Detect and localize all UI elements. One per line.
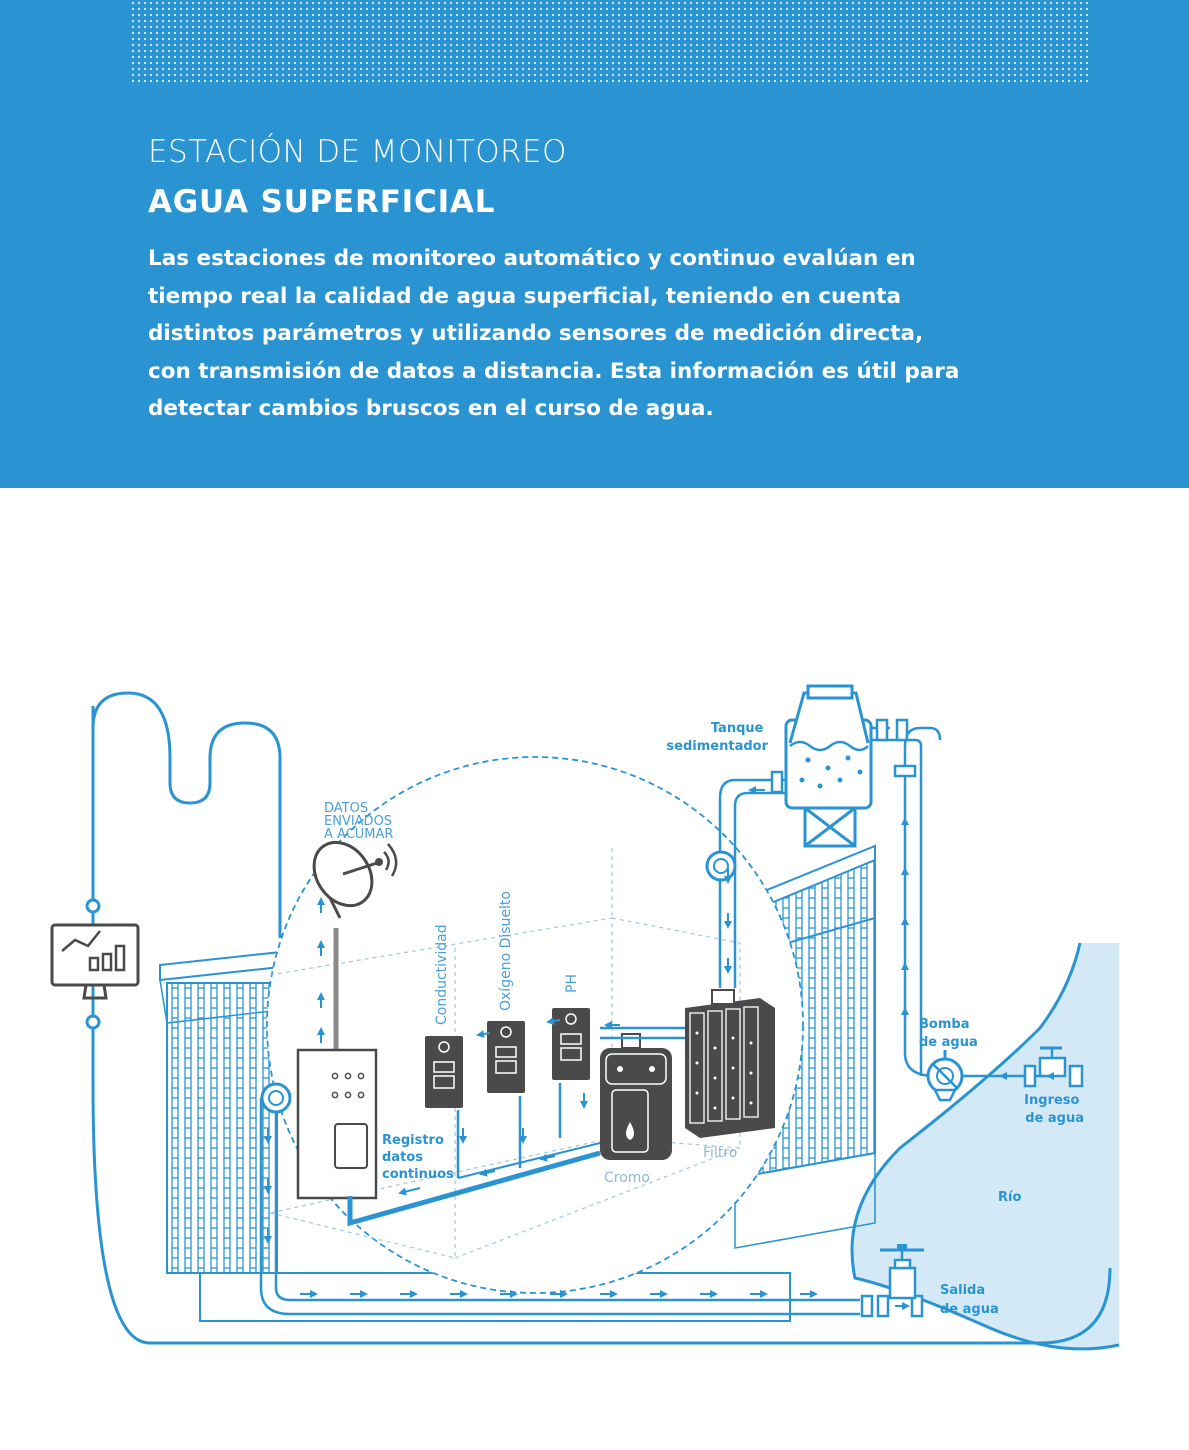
description: Las estaciones de monitoreo automático y… (148, 240, 1088, 428)
data-logger (296, 1048, 378, 1200)
label-tanque: Tanque sedimentador (666, 721, 768, 754)
sensor-ph (552, 1008, 590, 1080)
sensor-conductividad (425, 1036, 463, 1108)
water-pipes (259, 726, 1045, 1316)
description-line: detectar cambios bruscos en el curso de … (148, 396, 714, 422)
description-line: distintos parámetros y utilizando sensor… (148, 321, 924, 347)
dot-pattern (130, 0, 1092, 82)
label-conductividad: Conductividad (434, 924, 450, 1025)
label-oxigeno: Oxígeno Disuelto (498, 891, 514, 1011)
label-bomba: Bomba de agua (919, 1017, 978, 1050)
description-line: con transmisión de datos a distancia. Es… (148, 358, 960, 384)
valve-icon (880, 1244, 924, 1300)
label-ingreso: Ingreso de agua (1024, 1093, 1084, 1126)
river (852, 943, 1119, 1349)
label-datos-enviados: DATOS ENVIADOS A ACUMAR (324, 801, 396, 842)
page-title: AGUA SUPERFICIAL (148, 184, 496, 220)
description-line: tiempo real la calidad de agua superfici… (148, 283, 902, 309)
label-cromo: Cromo (604, 1170, 650, 1186)
satellite-dish-icon (312, 840, 398, 919)
valve-icon (1038, 1046, 1067, 1078)
monitor-chart-icon (50, 923, 140, 1000)
pipe-couplings (770, 718, 1084, 1318)
sedimentation-tank (784, 684, 873, 848)
label-salida: Salida de agua (940, 1283, 999, 1317)
label-filtro: Filtro (703, 1145, 737, 1161)
page-kicker: ESTACIÓN DE MONITOREO (148, 134, 567, 170)
water-pump-icon (926, 1050, 964, 1102)
description-line: Las estaciones de monitoreo automático y… (148, 246, 916, 271)
analyzer-cromo (600, 1033, 672, 1160)
station-diagram: DATOS ENVIADOS A ACUMAR Tanque sedimenta… (50, 684, 1120, 1351)
filter-unit (685, 989, 775, 1138)
label-rio: Río (998, 1190, 1021, 1205)
label-registro: Registro datos continuos (382, 1133, 454, 1182)
data-cable (91, 691, 282, 938)
flow-arrow-icon (264, 786, 1062, 1310)
header-banner: ESTACIÓN DE MONITOREO AGUA SUPERFICIAL L… (0, 0, 1189, 488)
sensor-oxigeno (487, 1021, 525, 1093)
label-ph: PH (564, 974, 580, 993)
